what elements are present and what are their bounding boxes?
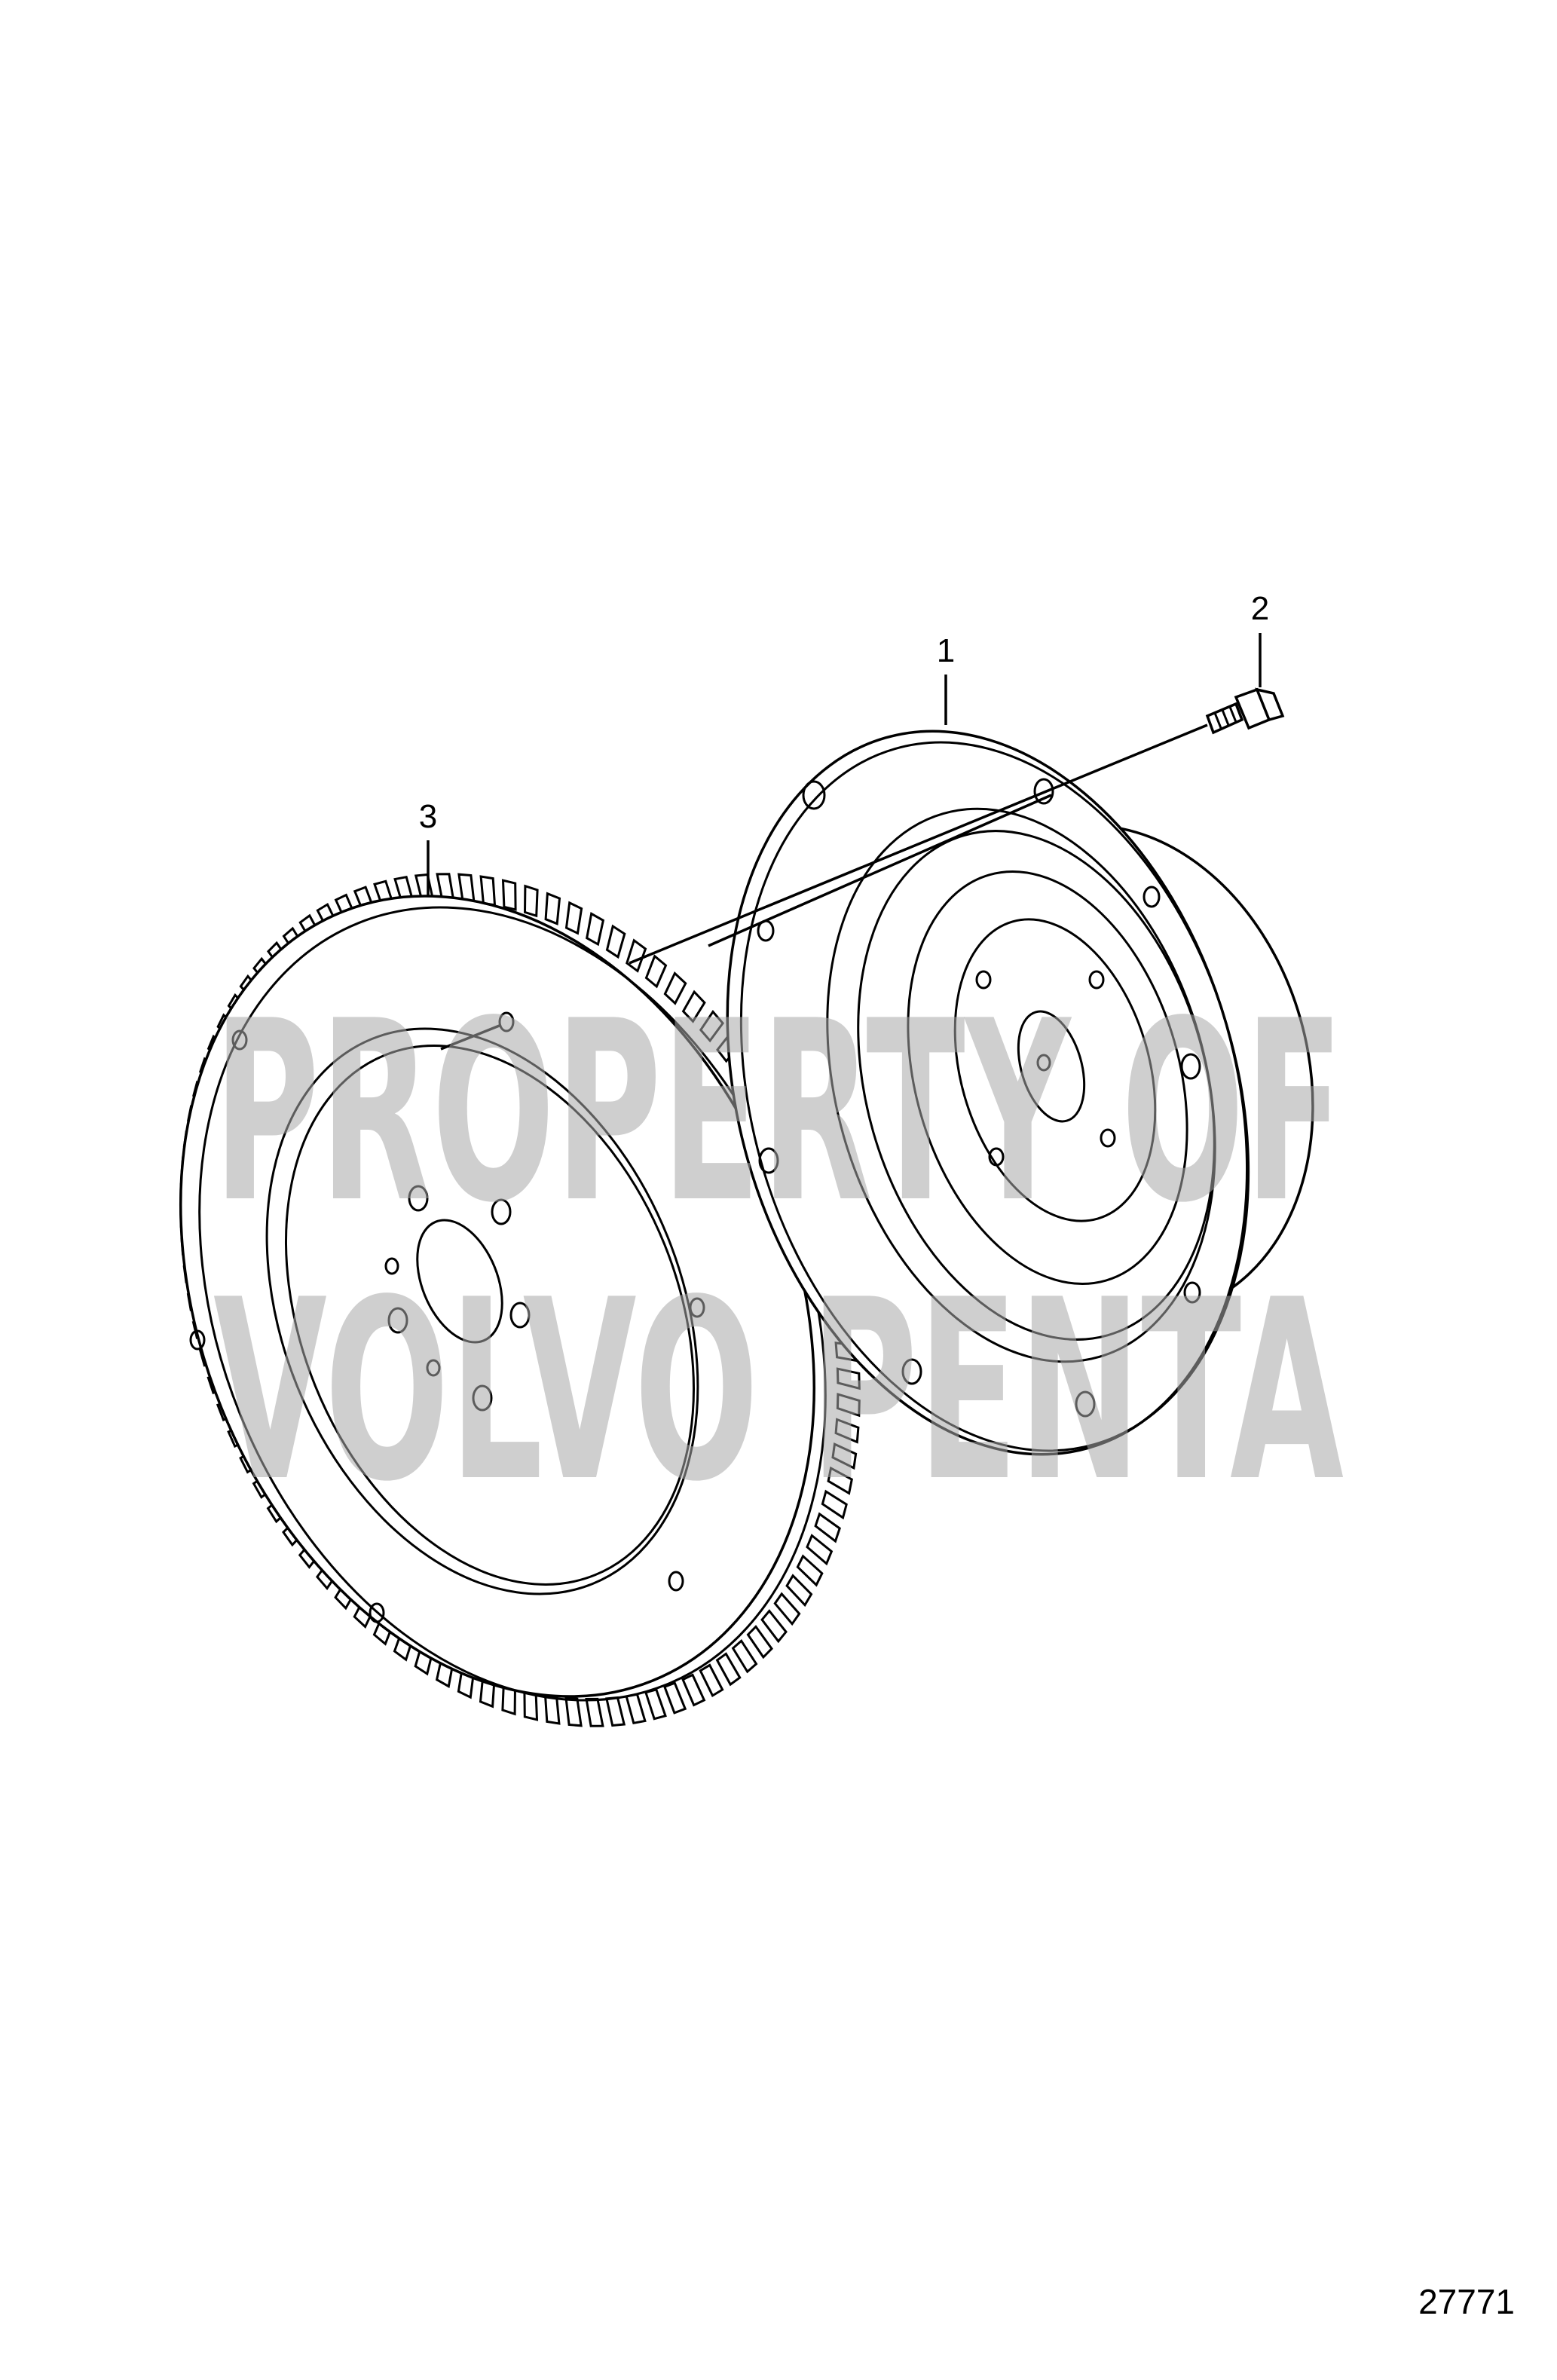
gear-tooth xyxy=(626,938,647,973)
gear-tooth xyxy=(806,1534,834,1566)
callout-1: 1 xyxy=(937,632,955,669)
gear-tooth xyxy=(625,1693,647,1725)
gear-tooth xyxy=(699,1663,724,1698)
assembly-line-flywheel-hole xyxy=(440,1023,502,1051)
flywheel xyxy=(179,873,861,1727)
watermark-line-1: PROPERTY OF xyxy=(213,968,1344,1257)
gear-tooth xyxy=(663,971,687,1005)
gear-tooth xyxy=(836,1393,861,1418)
assembly-line-flange-hole xyxy=(708,794,1052,947)
gear-tooth xyxy=(644,954,668,989)
gear-tooth xyxy=(773,1592,801,1626)
bolt xyxy=(1205,687,1285,735)
gear-tooth xyxy=(605,1696,626,1727)
gear-tooth xyxy=(644,1688,667,1721)
gear-tooth xyxy=(662,1681,687,1715)
gear-tooth xyxy=(523,884,539,918)
gear-tooth xyxy=(814,1512,841,1543)
gear-tooth xyxy=(501,879,517,911)
gear-tooth xyxy=(821,1489,848,1520)
gear-tooth xyxy=(479,875,497,907)
gear-tooth xyxy=(715,1652,742,1687)
gear-tooth xyxy=(785,1574,813,1608)
gear-tooth xyxy=(681,990,706,1023)
gear-tooth xyxy=(544,892,561,925)
gear-tooth xyxy=(586,912,605,947)
gear-tooth xyxy=(564,901,583,935)
gear-tooth xyxy=(746,1625,773,1660)
gear-tooth xyxy=(731,1639,758,1674)
gear-tooth xyxy=(564,1696,583,1727)
gear-tooth xyxy=(796,1554,824,1587)
assembly-line-bolt-to-flange xyxy=(629,723,1208,965)
gear-tooth xyxy=(827,1466,853,1495)
gear-tooth xyxy=(834,1418,860,1444)
flywheel-hub-plate xyxy=(726,730,1314,1456)
callout-3: 3 xyxy=(419,798,437,835)
gear-tooth xyxy=(760,1609,788,1644)
callout-2: 2 xyxy=(1251,590,1269,627)
gear-tooth xyxy=(831,1442,858,1470)
gear-tooth xyxy=(836,1367,861,1390)
watermark-line-2: VOLVO PENTA xyxy=(213,1247,1344,1536)
gear-tooth xyxy=(699,1010,725,1043)
gear-tooth xyxy=(681,1673,706,1707)
diagram-reference-number: 27771 xyxy=(1418,2282,1515,2321)
gear-tooth xyxy=(605,924,626,959)
gear-tooth xyxy=(585,1697,604,1727)
